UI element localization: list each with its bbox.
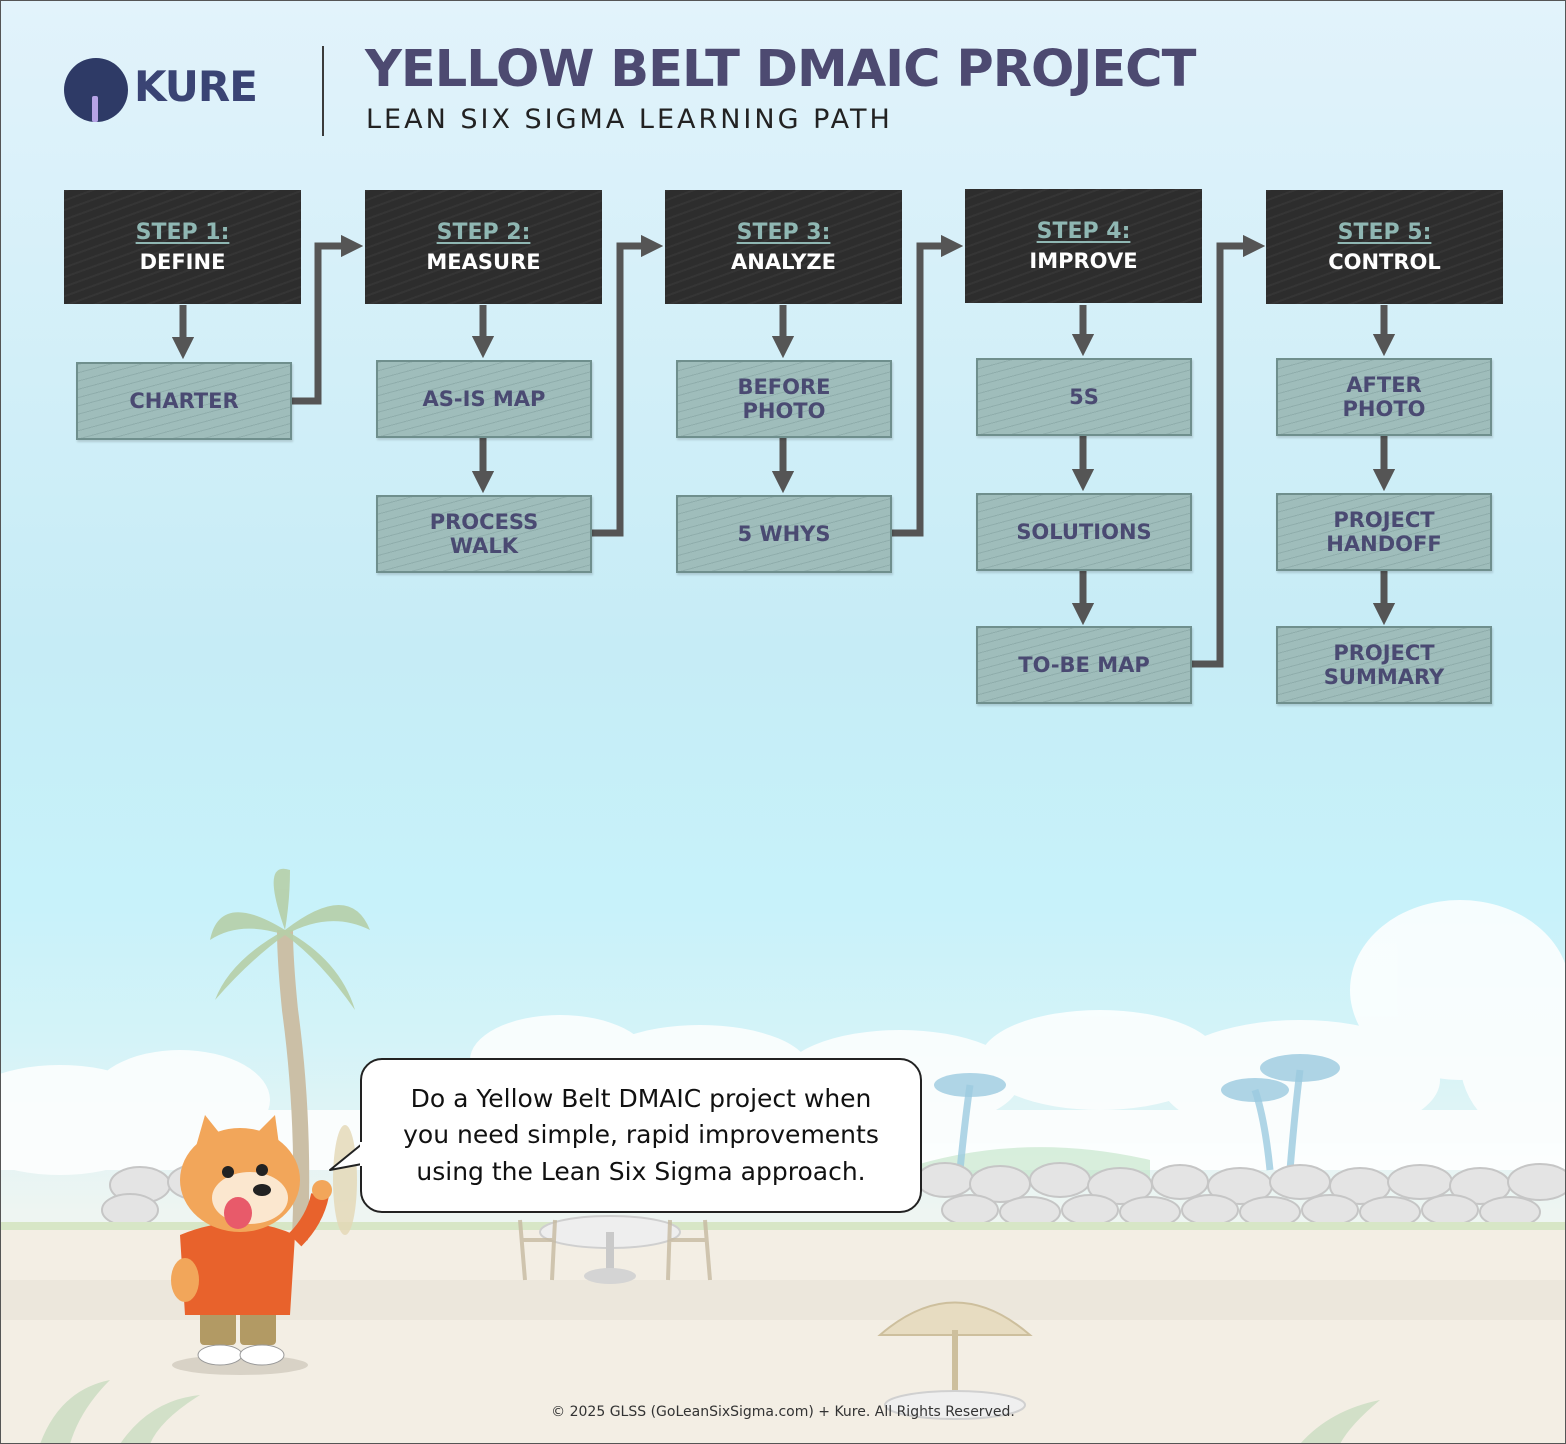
task-5-whys: 5 WHYS	[676, 495, 892, 573]
task-process-walk: PROCESS WALK	[376, 495, 592, 573]
task-charter: CHARTER	[76, 362, 292, 440]
task-to-be-map: TO-BE MAP	[976, 626, 1192, 704]
step-5-number: STEP 5:	[1337, 219, 1432, 245]
speech-bubble: Do a Yellow Belt DMAIC project when you …	[360, 1058, 922, 1213]
kure-logo-text: KURE	[134, 62, 258, 111]
shiba-mascot	[171, 1115, 332, 1375]
step-2-header: STEP 2: MEASURE	[365, 190, 602, 304]
copyright-footer: © 2025 GLSS (GoLeanSixSigma.com) + Kure.…	[551, 1404, 1015, 1420]
step-1-name: DEFINE	[139, 249, 226, 274]
task-as-is-map: AS-IS MAP	[376, 360, 592, 438]
beach-umbrella	[877, 1301, 1033, 1336]
page-subtitle: LEAN SIX SIGMA LEARNING PATH	[366, 104, 893, 135]
step-4-name: IMPROVE	[1029, 248, 1138, 273]
speech-bubble-tail	[329, 1142, 366, 1171]
task-project-summary: PROJECT SUMMARY	[1276, 626, 1492, 704]
step-1-number: STEP 1:	[135, 219, 230, 245]
kure-logo-icon	[64, 58, 128, 122]
step-3-name: ANALYZE	[731, 249, 836, 274]
step-5-header: STEP 5: CONTROL	[1266, 190, 1503, 304]
arrow-tobe-to-control	[1192, 234, 1266, 668]
task-after-photo: AFTER PHOTO	[1276, 358, 1492, 436]
palm-tree	[277, 929, 310, 1241]
task-5s: 5S	[976, 358, 1192, 436]
task-before-photo: BEFORE PHOTO	[676, 360, 892, 438]
step-4-header: STEP 4: IMPROVE	[965, 189, 1202, 303]
arrow-charter-to-measure	[292, 234, 364, 405]
step-3-number: STEP 3:	[736, 219, 831, 245]
step-1-header: STEP 1: DEFINE	[64, 190, 301, 304]
step-4-number: STEP 4:	[1036, 218, 1131, 244]
distant-palms	[956, 1069, 1304, 1171]
task-solutions: SOLUTIONS	[976, 493, 1192, 571]
step-3-header: STEP 3: ANALYZE	[665, 190, 902, 304]
step-5-name: CONTROL	[1328, 249, 1441, 274]
header-divider	[322, 46, 324, 136]
step-2-number: STEP 2:	[436, 219, 531, 245]
page-title: YELLOW BELT DMAIC PROJECT	[365, 40, 1196, 99]
task-project-handoff: PROJECT HANDOFF	[1276, 493, 1492, 571]
step-2-name: MEASURE	[426, 249, 541, 274]
